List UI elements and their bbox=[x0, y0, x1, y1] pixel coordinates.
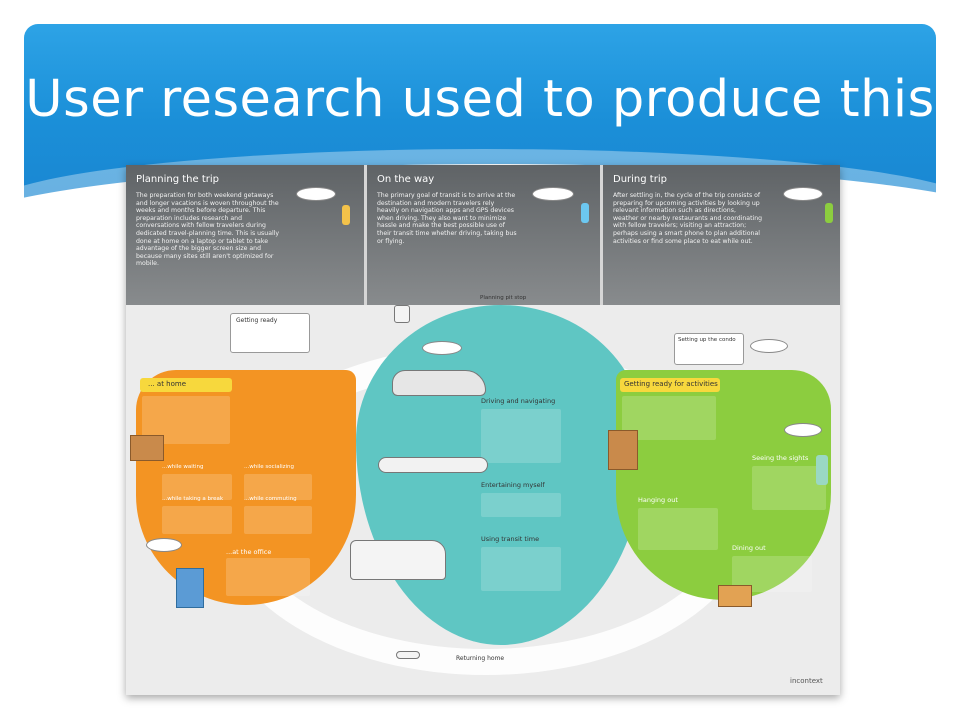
panel-on-the-way-heading: On the way bbox=[377, 174, 435, 185]
office-building-icon bbox=[176, 568, 204, 608]
at-the-office-text bbox=[226, 558, 310, 596]
driving-navigating-label: Driving and navigating bbox=[481, 397, 556, 405]
while-taking-break-label: ...while taking a break bbox=[162, 496, 224, 502]
using-transit-time-label: Using transit time bbox=[481, 535, 540, 543]
panel-planning-heading: Planning the trip bbox=[136, 174, 220, 185]
while-waiting-label: ...while waiting bbox=[162, 464, 204, 470]
slide-title: User research used to produce this bbox=[25, 70, 935, 129]
returning-home-label: Returning home bbox=[456, 655, 505, 662]
quote-bubble bbox=[296, 187, 336, 201]
panel-during-trip-body: After settling in, the cycle of the trip… bbox=[613, 192, 763, 245]
quote-bubble bbox=[783, 187, 823, 201]
getting-ready-card bbox=[230, 313, 310, 353]
gas-pump-icon bbox=[394, 305, 410, 323]
while-waiting-text bbox=[162, 474, 232, 500]
at-home-header bbox=[140, 378, 232, 392]
panel-planning-body: The preparation for both weekend getaway… bbox=[136, 192, 280, 268]
user-research-poster: Planning the trip The preparation for bo… bbox=[126, 165, 840, 695]
quote-bubble bbox=[750, 339, 788, 353]
panel-during-trip-heading: During trip bbox=[613, 174, 667, 185]
person-icon bbox=[581, 203, 589, 223]
entertaining-myself-label: Entertaining myself bbox=[481, 481, 545, 489]
hanging-out-text bbox=[638, 508, 718, 550]
planning-pit-stop-label: Planning pit stop bbox=[480, 295, 527, 301]
quote-bubble bbox=[422, 341, 462, 355]
quote-bubble bbox=[784, 423, 822, 437]
car-icon bbox=[392, 370, 486, 396]
person-icon bbox=[825, 203, 833, 223]
setting-up-condo-card bbox=[674, 333, 744, 365]
transit-region: Driving and navigating Entertaining myse… bbox=[356, 305, 646, 645]
bus-icon bbox=[350, 540, 446, 580]
while-commuting-text bbox=[244, 506, 312, 534]
condo-building-icon bbox=[608, 430, 638, 470]
setting-up-condo-label: Setting up the condo bbox=[678, 337, 736, 343]
seeing-the-sights-label: Seeing the sights bbox=[752, 454, 809, 462]
hanging-out-label: Hanging out bbox=[638, 496, 678, 504]
dining-out-label: Dining out bbox=[732, 544, 766, 552]
getting-ready-activities-label: Getting ready for activities bbox=[624, 380, 718, 388]
while-socializing-text bbox=[244, 474, 312, 500]
activities-header bbox=[620, 378, 720, 392]
while-socializing-label: ...while socializing bbox=[244, 464, 295, 470]
airplane-icon bbox=[396, 651, 420, 659]
at-the-office-label: ...at the office bbox=[226, 548, 272, 556]
statue-of-liberty-icon bbox=[816, 455, 828, 485]
incontext-logo: incontext bbox=[790, 677, 823, 685]
getting-ready-label: Getting ready bbox=[236, 317, 278, 324]
restaurant-table-icon bbox=[718, 585, 752, 607]
panel-on-the-way-body: The primary goal of transit is to arrive… bbox=[377, 192, 517, 245]
during-trip-region: Getting ready for activities Seeing the … bbox=[616, 370, 831, 600]
driving-navigating-text bbox=[481, 409, 561, 463]
entertaining-myself-text bbox=[481, 493, 561, 517]
quote-bubble bbox=[532, 187, 574, 201]
while-taking-break-text bbox=[162, 506, 232, 534]
quote-bubble bbox=[146, 538, 182, 552]
at-home-label: ... at home bbox=[148, 380, 187, 388]
seeing-the-sights-text bbox=[752, 466, 826, 510]
while-commuting-label: ...while commuting bbox=[244, 496, 297, 502]
airplane-icon bbox=[378, 457, 488, 473]
using-transit-time-text bbox=[481, 547, 561, 591]
house-icon bbox=[130, 435, 164, 461]
person-icon bbox=[342, 205, 350, 225]
planning-region: ... at home ...while waiting ...while so… bbox=[136, 370, 356, 608]
